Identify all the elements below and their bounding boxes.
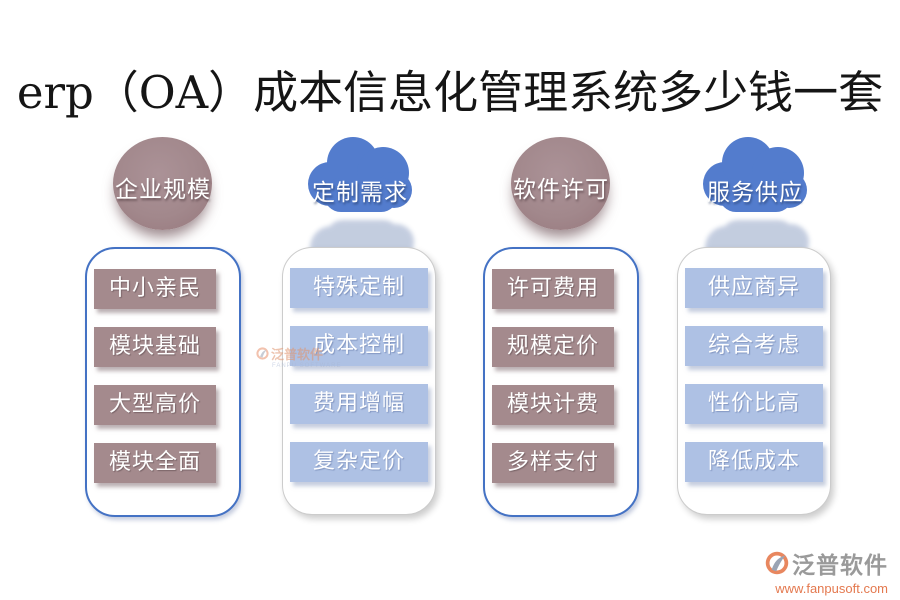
header-label: 服务供应 — [707, 180, 803, 206]
list-item: 性价比高 — [685, 384, 823, 424]
list-item: 特殊定制 — [290, 268, 428, 308]
column-company-scale: 企业规模 中小亲民 模块基础 大型高价 模块全面 — [83, 130, 243, 530]
list-item: 供应商异 — [685, 268, 823, 308]
list-item: 许可费用 — [492, 269, 614, 309]
list-item: 降低成本 — [685, 442, 823, 482]
column-service-supply: 服务供应 供应商异 综合考虑 性价比高 降低成本 — [675, 130, 835, 530]
header-label: 企业规模 — [115, 177, 211, 203]
header-label: 定制需求 — [312, 180, 408, 206]
item-list: 中小亲民 模块基础 大型高价 模块全面 — [87, 249, 239, 501]
panel-company-scale: 中小亲民 模块基础 大型高价 模块全面 — [85, 247, 241, 517]
list-item: 模块计费 — [492, 385, 614, 425]
watermark-subtext: FANPU SOFTWARE — [272, 363, 342, 369]
list-item: 费用增幅 — [290, 384, 428, 424]
header-company-scale: 企业规模 — [83, 130, 243, 248]
list-item: 成本控制 — [290, 326, 428, 366]
fanpu-logo-icon — [256, 347, 269, 360]
item-list: 供应商异 综合考虑 性价比高 降低成本 — [678, 248, 830, 500]
column-software-license: 软件许可 许可费用 规模定价 模块计费 多样支付 — [481, 130, 641, 530]
header-service-supply: 服务供应 — [675, 130, 835, 248]
list-item: 模块基础 — [94, 327, 216, 367]
header-custom-demand: 定制需求 — [280, 130, 440, 248]
list-item: 综合考虑 — [685, 326, 823, 366]
header-software-license: 软件许可 — [481, 130, 641, 248]
list-item: 规模定价 — [492, 327, 614, 367]
page-title: erp（OA）成本信息化管理系统多少钱一套 — [16, 66, 884, 119]
fanpu-watermark: 泛普软件 FANPU SOFTWARE — [256, 344, 342, 369]
item-list: 特殊定制 成本控制 费用增幅 复杂定价 — [283, 248, 435, 500]
column-custom-demand: 定制需求 特殊定制 成本控制 费用增幅 复杂定价 — [280, 130, 440, 530]
fanpu-logo-icon — [765, 551, 789, 575]
list-item: 多样支付 — [492, 443, 614, 483]
fanpu-logo: 泛普软件 www.fanpusoft.com — [758, 546, 888, 596]
logo-name: 泛普软件 — [792, 552, 888, 578]
item-list: 许可费用 规模定价 模块计费 多样支付 — [485, 249, 637, 501]
header-label: 软件许可 — [513, 177, 609, 203]
panel-custom-demand: 特殊定制 成本控制 费用增幅 复杂定价 — [282, 247, 436, 515]
list-item: 复杂定价 — [290, 442, 428, 482]
list-item: 大型高价 — [94, 385, 216, 425]
list-item: 模块全面 — [94, 443, 216, 483]
logo-url: www.fanpusoft.com — [775, 581, 888, 596]
panel-service-supply: 供应商异 综合考虑 性价比高 降低成本 — [677, 247, 831, 515]
circle-shape-icon — [511, 137, 610, 230]
list-item: 中小亲民 — [94, 269, 216, 309]
circle-shape-icon — [113, 137, 212, 230]
watermark-text: 泛普软件 — [271, 347, 324, 362]
panel-software-license: 许可费用 规模定价 模块计费 多样支付 — [483, 247, 639, 517]
